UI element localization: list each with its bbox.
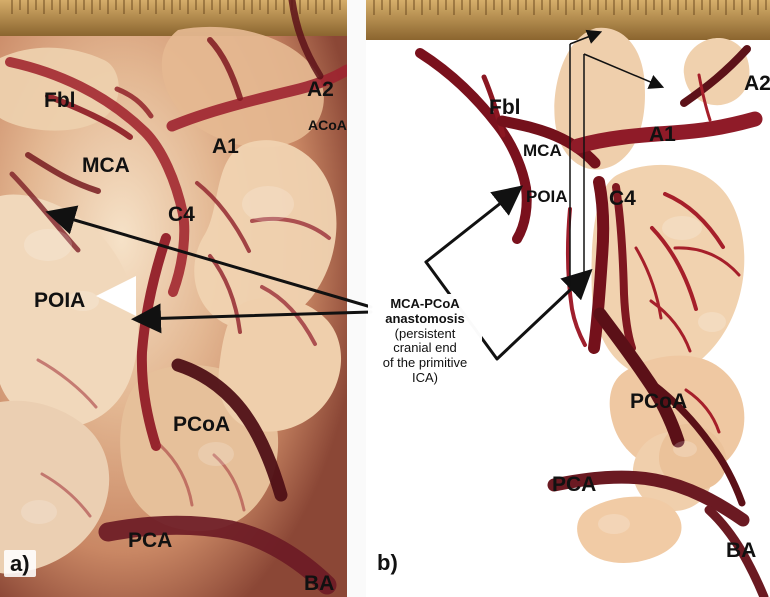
panel-b-label-pca: PCA	[552, 473, 597, 496]
annotation-box: MCA-PCoA anastomosis (persistent cranial…	[368, 294, 482, 388]
panel-a-label-fbl: Fbl	[44, 89, 76, 112]
panel-a-label-pca: PCA	[128, 529, 173, 552]
annotation-note-line-4: ICA)	[412, 370, 438, 386]
panel-b-label-poia: POIA	[526, 187, 568, 206]
panel-a-tag: a)	[4, 550, 36, 577]
panel-a-label-acoa: ACoA	[308, 117, 347, 133]
panel-a-label-a1: A1	[212, 135, 239, 158]
panel-b-label-a1: A1	[649, 123, 676, 146]
annotation-title-line-1: MCA-PCoA	[390, 296, 460, 311]
panel-b-tag: b)	[371, 549, 404, 576]
panel-b-label-fbl: Fbl	[489, 96, 521, 119]
panel-b-label-mca: MCA	[523, 141, 562, 160]
panel-a-label-a2: A2	[307, 78, 334, 101]
panel-b-label-a2: A2	[744, 72, 770, 95]
panel-b-label-c4: C4	[609, 187, 636, 210]
panel-a-photo: Fbl A2 ACoA MCA A1 C4 POIA PCoA PCA BA a…	[0, 0, 347, 597]
panel-a-label-ba: BA	[304, 572, 335, 595]
annotation-note-line-2: cranial end	[393, 340, 457, 356]
panel-divider	[347, 0, 366, 597]
panel-a-label-mca: MCA	[82, 154, 130, 177]
panel-b-label-pcoa: PCoA	[630, 390, 688, 413]
annotation-title-line-2: anastomosis	[385, 310, 465, 326]
panel-a-label-pcoa: PCoA	[173, 413, 231, 436]
panel-a-label-c4: C4	[168, 203, 195, 226]
annotation-note-line-3: of the primitive	[382, 355, 468, 371]
panel-b-label-ba: BA	[726, 539, 757, 562]
annotation-note-line-1: (persistent	[394, 325, 456, 341]
panel-a-label-poia: POIA	[34, 289, 86, 312]
